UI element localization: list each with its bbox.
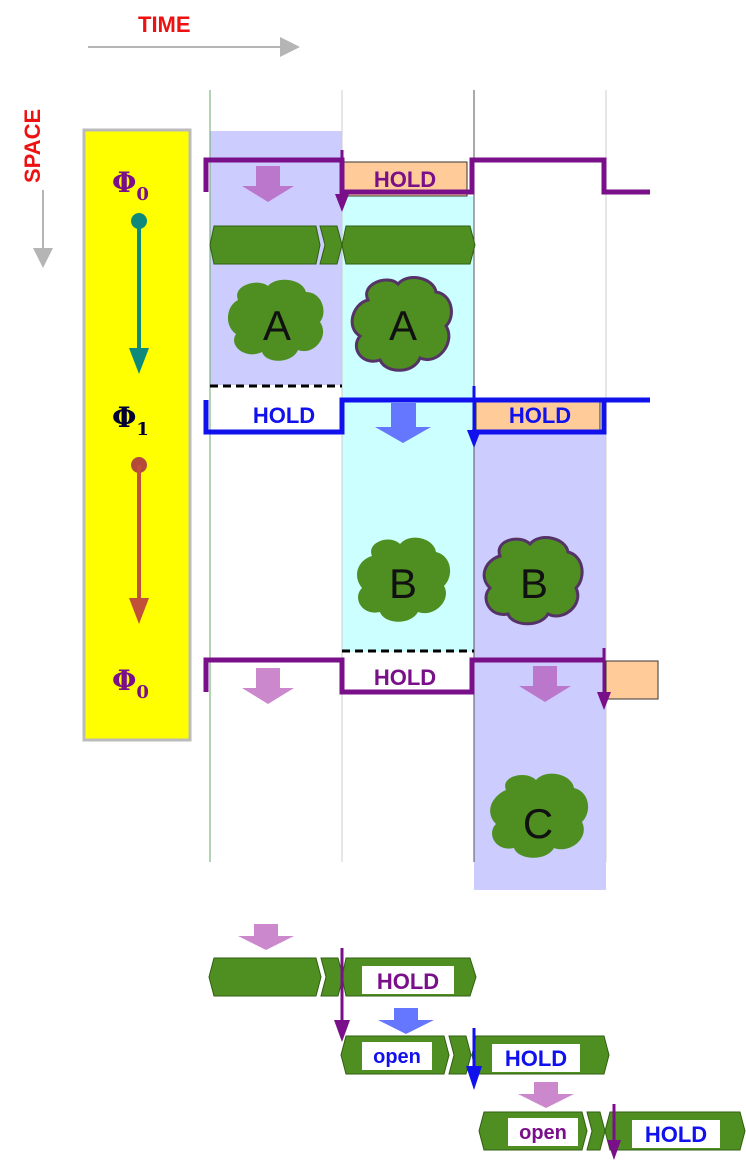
blob-a2-label: A bbox=[389, 302, 417, 349]
time-axis-label: TIME bbox=[138, 12, 191, 37]
hold-label-top: HOLD bbox=[374, 167, 436, 192]
data-flow-arrow-top bbox=[242, 166, 294, 202]
phi0-top-symbol: Φ0 bbox=[112, 166, 149, 205]
pipeline-row2-left-b bbox=[448, 1035, 472, 1075]
hold-box-bottom-right bbox=[605, 660, 659, 700]
data-flow-arrow-bottom-right bbox=[519, 666, 571, 702]
phi0-clock-bottom bbox=[203, 657, 604, 695]
hold-label-middle-right: HOLD bbox=[509, 403, 571, 428]
pipeline-row2-arrow-head bbox=[466, 1066, 482, 1090]
phi0-clock-top bbox=[203, 157, 650, 195]
pipeline-flow-arrow-2 bbox=[378, 1008, 434, 1034]
phi0-bottom-symbol: Φ0 bbox=[112, 664, 149, 703]
brown-arrow-head bbox=[129, 598, 149, 624]
data-flow-arrow-middle bbox=[375, 403, 431, 443]
blob-a1: A bbox=[227, 279, 324, 361]
pipeline-row3-hold-label: HOLD bbox=[645, 1122, 707, 1147]
phi1-symbol: Φ1 bbox=[112, 401, 149, 440]
pipeline-row1-left-b bbox=[320, 957, 344, 997]
pipeline-row3-open-label: open bbox=[519, 1122, 567, 1144]
pipeline-row3-arrow-head bbox=[607, 1140, 621, 1160]
pipeline-row1-hold-label: HOLD bbox=[377, 969, 439, 994]
pipeline-row3-hold-box bbox=[632, 1120, 720, 1148]
pipeline-row2-open-label: open bbox=[373, 1046, 421, 1068]
blob-c-label: C bbox=[523, 800, 553, 847]
phase-legend-panel bbox=[82, 128, 192, 742]
blob-c: C bbox=[490, 773, 589, 858]
space-axis-label: SPACE bbox=[20, 109, 45, 183]
blob-b2: B bbox=[482, 536, 584, 626]
blob-b1: B bbox=[357, 537, 451, 622]
pipeline-row1-hold-box bbox=[362, 966, 454, 994]
pipeline-row1-left bbox=[208, 957, 322, 997]
pipeline-row3-open-box bbox=[508, 1118, 578, 1146]
data-flow-arrow-bottom-left bbox=[242, 668, 294, 704]
pipeline-flow-arrow-1 bbox=[238, 924, 294, 950]
blob-a2: A bbox=[350, 276, 453, 372]
pipeline-row2-hold-box bbox=[492, 1044, 580, 1072]
blob-b2-label: B bbox=[520, 560, 548, 607]
latch-bar-top-left bbox=[209, 225, 321, 265]
pipeline-row3-left-b bbox=[586, 1111, 606, 1151]
phi1-clock-right bbox=[601, 397, 650, 432]
latch-bar-top-left-b bbox=[319, 225, 343, 265]
blob-a1-label: A bbox=[263, 302, 291, 349]
pipeline-row2-hold-label: HOLD bbox=[505, 1046, 567, 1071]
teal-arrow-head bbox=[129, 348, 149, 374]
pipeline-row2-open-box bbox=[362, 1042, 432, 1070]
latch-arrow-bottom-head bbox=[597, 692, 611, 710]
hold-box-middle-right bbox=[475, 397, 601, 433]
latch-arrow-middle-head bbox=[467, 430, 481, 448]
pipeline-flow-arrow-3 bbox=[518, 1082, 574, 1108]
pipeline-row1-arrow-head bbox=[334, 1020, 350, 1042]
hold-label-bottom: HOLD bbox=[374, 665, 436, 690]
latch-arrow-top-head bbox=[335, 194, 349, 212]
hold-label-middle-left: HOLD bbox=[253, 403, 315, 428]
latch-bar-top-right bbox=[341, 225, 476, 265]
blob-b1-label: B bbox=[389, 560, 417, 607]
